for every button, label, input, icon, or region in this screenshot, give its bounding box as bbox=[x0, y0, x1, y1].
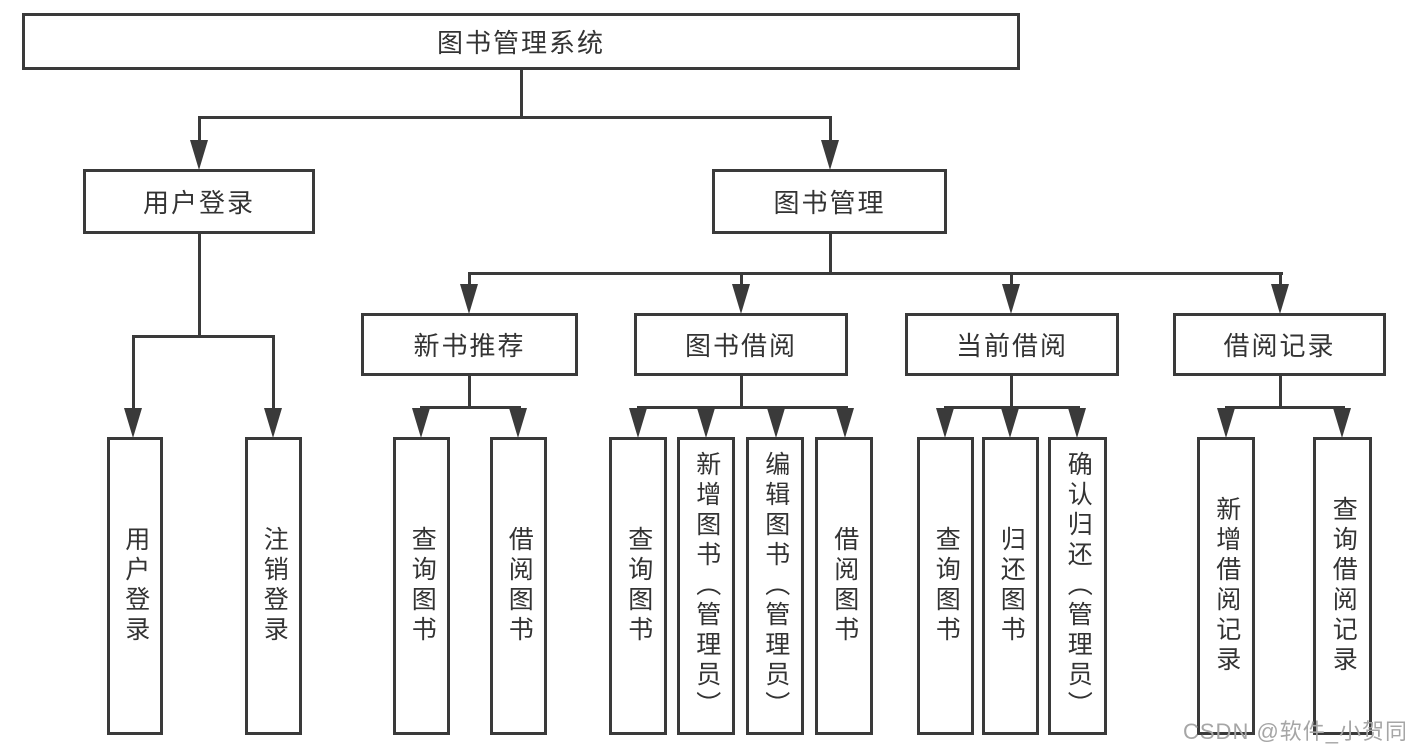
arrowhead-down-icon bbox=[697, 408, 715, 438]
leaf-query-book-current-label: 查询图书 bbox=[932, 526, 961, 646]
arrowhead-down-icon bbox=[190, 140, 208, 170]
arrowhead-down-icon bbox=[412, 408, 430, 438]
leaf-return-book-label: 归还图书 bbox=[997, 526, 1026, 646]
connector-line bbox=[740, 272, 743, 292]
leaf-borrow-book-label: 借阅图书 bbox=[830, 526, 859, 646]
watermark: CSDN @软件_小贺同学 bbox=[1183, 719, 1405, 744]
connector-line bbox=[198, 233, 201, 337]
connector-line bbox=[1226, 406, 1345, 409]
arrowhead-down-icon bbox=[264, 408, 282, 438]
connector-line bbox=[829, 233, 832, 274]
arrowhead-down-icon bbox=[836, 408, 854, 438]
leaf-user-login-label: 用户登录 bbox=[121, 526, 150, 646]
connector-line bbox=[132, 335, 135, 413]
connector-line bbox=[469, 272, 1283, 275]
arrowhead-down-icon bbox=[509, 408, 527, 438]
connector-line bbox=[829, 116, 832, 148]
arrowhead-down-icon bbox=[1217, 408, 1235, 438]
connector-line bbox=[638, 406, 848, 409]
connector-line bbox=[520, 69, 523, 118]
leaf-user-login: 用户登录 bbox=[107, 437, 163, 735]
leaf-logout-label: 注销登录 bbox=[260, 526, 289, 646]
leaf-borrow-book: 借阅图书 bbox=[815, 437, 873, 735]
leaf-borrow-book-recommend: 借阅图书 bbox=[490, 437, 547, 735]
node-user-login: 用户登录 bbox=[83, 169, 315, 234]
leaf-add-book-admin: 新增图书（管理员） bbox=[677, 437, 735, 735]
leaf-query-book-recommend-label: 查询图书 bbox=[408, 526, 437, 646]
connector-line bbox=[199, 116, 832, 119]
node-root: 图书管理系统 bbox=[22, 13, 1020, 70]
connector-line bbox=[1279, 375, 1282, 409]
node-book-borrow: 图书借阅 bbox=[634, 313, 848, 376]
node-root-label: 图书管理系统 bbox=[436, 28, 605, 58]
node-current-borrow-label: 当前借阅 bbox=[955, 331, 1068, 361]
connector-line bbox=[133, 335, 275, 338]
node-new-book-recommend: 新书推荐 bbox=[361, 313, 578, 376]
leaf-confirm-return-admin-label: 确认归还（管理员） bbox=[1064, 451, 1093, 721]
node-borrow-record-label: 借阅记录 bbox=[1223, 331, 1336, 361]
leaf-query-book-borrow-label: 查询图书 bbox=[624, 526, 653, 646]
leaf-borrow-book-recommend-label: 借阅图书 bbox=[505, 526, 534, 646]
connector-line bbox=[740, 375, 743, 409]
arrowhead-down-icon bbox=[1271, 284, 1289, 314]
node-current-borrow: 当前借阅 bbox=[905, 313, 1119, 376]
arrowhead-down-icon bbox=[124, 408, 142, 438]
connector-line bbox=[1010, 375, 1013, 409]
leaf-return-book: 归还图书 bbox=[982, 437, 1039, 735]
connector-line bbox=[198, 116, 201, 148]
leaf-add-book-admin-label: 新增图书（管理员） bbox=[692, 451, 721, 721]
connector-line bbox=[421, 406, 521, 409]
arrowhead-down-icon bbox=[1002, 284, 1020, 314]
leaf-query-book-recommend: 查询图书 bbox=[393, 437, 450, 735]
node-book-management: 图书管理 bbox=[712, 169, 947, 234]
arrowhead-down-icon bbox=[1001, 408, 1019, 438]
leaf-add-borrow-record-label: 新增借阅记录 bbox=[1212, 496, 1241, 676]
connector-line bbox=[272, 335, 275, 413]
arrowhead-down-icon bbox=[1068, 408, 1086, 438]
node-user-login-label: 用户登录 bbox=[142, 188, 255, 218]
leaf-confirm-return-admin: 确认归还（管理员） bbox=[1048, 437, 1107, 735]
leaf-edit-book-admin-label: 编辑图书（管理员） bbox=[761, 451, 790, 721]
connector-line bbox=[1279, 272, 1282, 292]
node-borrow-record: 借阅记录 bbox=[1173, 313, 1386, 376]
arrowhead-down-icon bbox=[1333, 408, 1351, 438]
leaf-query-book-borrow: 查询图书 bbox=[609, 437, 667, 735]
connector-line bbox=[1010, 272, 1013, 292]
node-book-management-label: 图书管理 bbox=[773, 188, 886, 218]
arrowhead-down-icon bbox=[460, 284, 478, 314]
arrowhead-down-icon bbox=[732, 284, 750, 314]
arrowhead-down-icon bbox=[821, 140, 839, 170]
node-new-book-recommend-label: 新书推荐 bbox=[413, 331, 526, 361]
leaf-query-borrow-record-label: 查询借阅记录 bbox=[1329, 496, 1358, 676]
connector-line bbox=[468, 375, 471, 409]
leaf-edit-book-admin: 编辑图书（管理员） bbox=[746, 437, 804, 735]
connector-line bbox=[945, 406, 1080, 409]
leaf-query-borrow-record: 查询借阅记录 bbox=[1313, 437, 1372, 735]
leaf-query-book-current: 查询图书 bbox=[917, 437, 974, 735]
connector-line bbox=[468, 272, 471, 292]
node-book-borrow-label: 图书借阅 bbox=[684, 331, 797, 361]
leaf-logout: 注销登录 bbox=[245, 437, 302, 735]
leaf-add-borrow-record: 新增借阅记录 bbox=[1197, 437, 1255, 735]
arrowhead-down-icon bbox=[629, 408, 647, 438]
arrowhead-down-icon bbox=[767, 408, 785, 438]
arrowhead-down-icon bbox=[936, 408, 954, 438]
